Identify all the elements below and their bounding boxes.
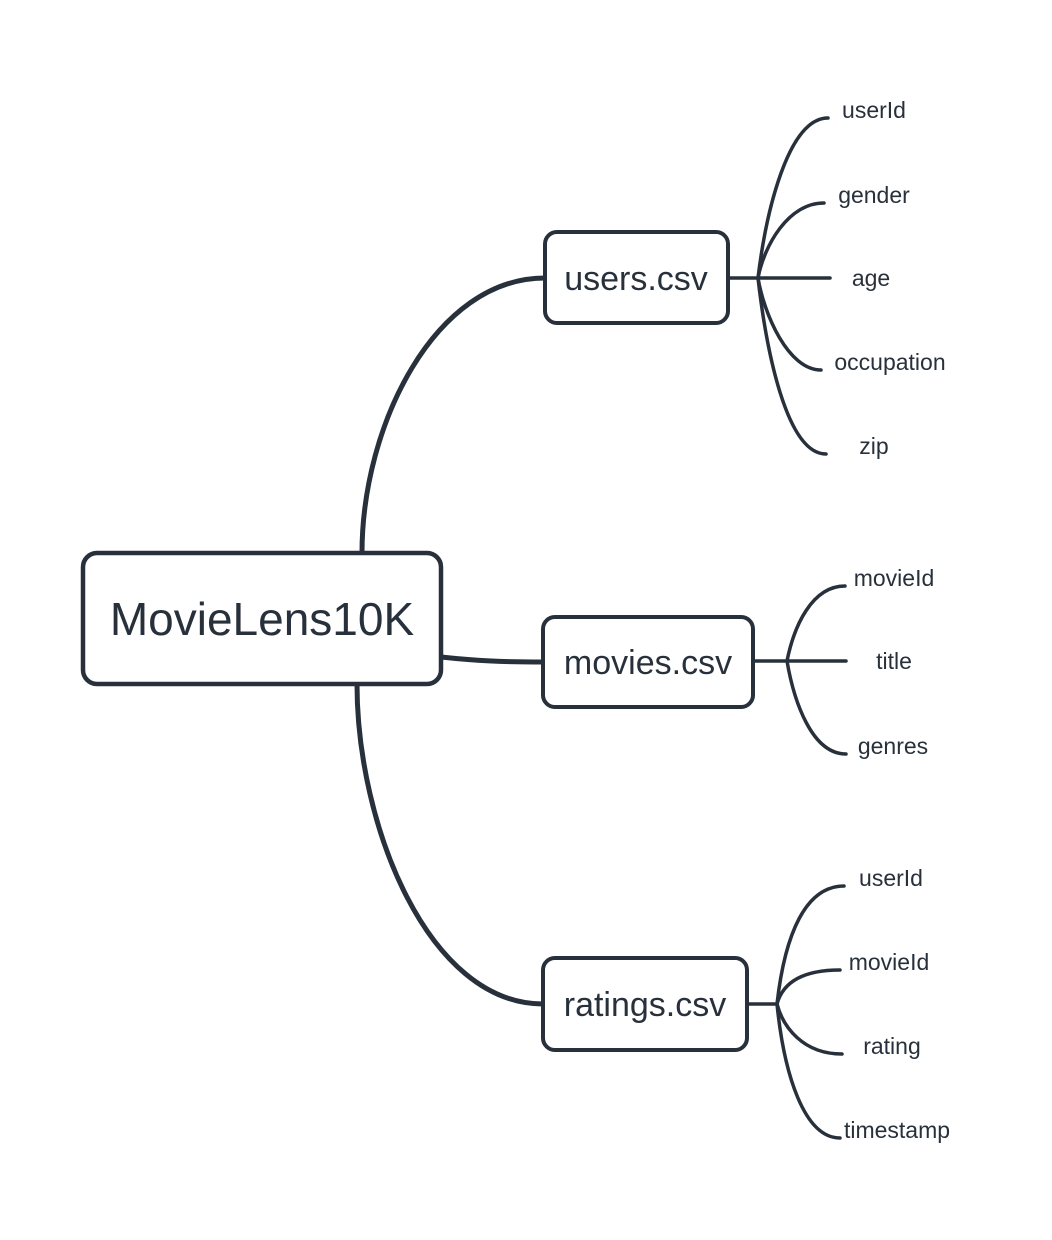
movies-node-box [541, 615, 755, 709]
ratings-field-edges [745, 884, 846, 1140]
root-node: MovieLens10K [80, 550, 444, 687]
users-field-zip-label: zip [859, 433, 888, 459]
users-field-userid-label: userId [842, 97, 906, 123]
ratings-field-timestamp-label: timestamp [844, 1117, 950, 1143]
movies-field-title-label: title [876, 648, 912, 674]
edge-users-zip [756, 276, 828, 456]
edge-movies-movieid [785, 584, 847, 663]
edge-root-movies [438, 654, 546, 665]
edge-ratings-userid [775, 884, 846, 1006]
edge-users-userid [756, 116, 830, 280]
edge-users-occupation [756, 276, 823, 372]
ratings-node-label: ratings.csv [564, 986, 727, 1024]
ratings-field-movieid-label: movieId [849, 949, 930, 975]
users-field-labels: userId gender age occupation zip [834, 97, 945, 459]
movies-field-movieid-label: movieId [854, 565, 935, 591]
users-field-edges [726, 116, 832, 456]
edge-movies-genres [785, 659, 848, 756]
ratings-field-rating-label: rating [863, 1033, 921, 1059]
ratings-field-labels: userId movieId rating timestamp [844, 865, 950, 1143]
ratings-field-userid-label: userId [859, 865, 923, 891]
root-node-box [80, 550, 444, 687]
edge-users-gender [756, 201, 826, 280]
movies-field-edges [751, 584, 848, 756]
users-field-gender-label: gender [838, 182, 910, 208]
edge-ratings-movieid [775, 968, 842, 1006]
users-field-occupation-label: occupation [834, 349, 945, 375]
edge-root-ratings [354, 681, 546, 1007]
movies-field-labels: movieId title genres [854, 565, 935, 759]
ratings-node: ratings.csv [541, 956, 749, 1052]
users-node: users.csv [543, 230, 730, 325]
users-field-age-label: age [852, 265, 890, 291]
movies-field-genres-label: genres [858, 733, 928, 759]
movies-node-label: movies.csv [564, 644, 732, 682]
users-node-label: users.csv [564, 260, 708, 298]
root-node-label: MovieLens10K [110, 593, 415, 645]
edge-root-users [359, 275, 548, 556]
ratings-node-box [541, 956, 749, 1052]
users-node-box [543, 230, 730, 325]
movies-node: movies.csv [541, 615, 755, 709]
root-edges [354, 275, 548, 1007]
edge-ratings-timestamp [775, 1002, 842, 1140]
edge-ratings-rating [775, 1002, 844, 1056]
